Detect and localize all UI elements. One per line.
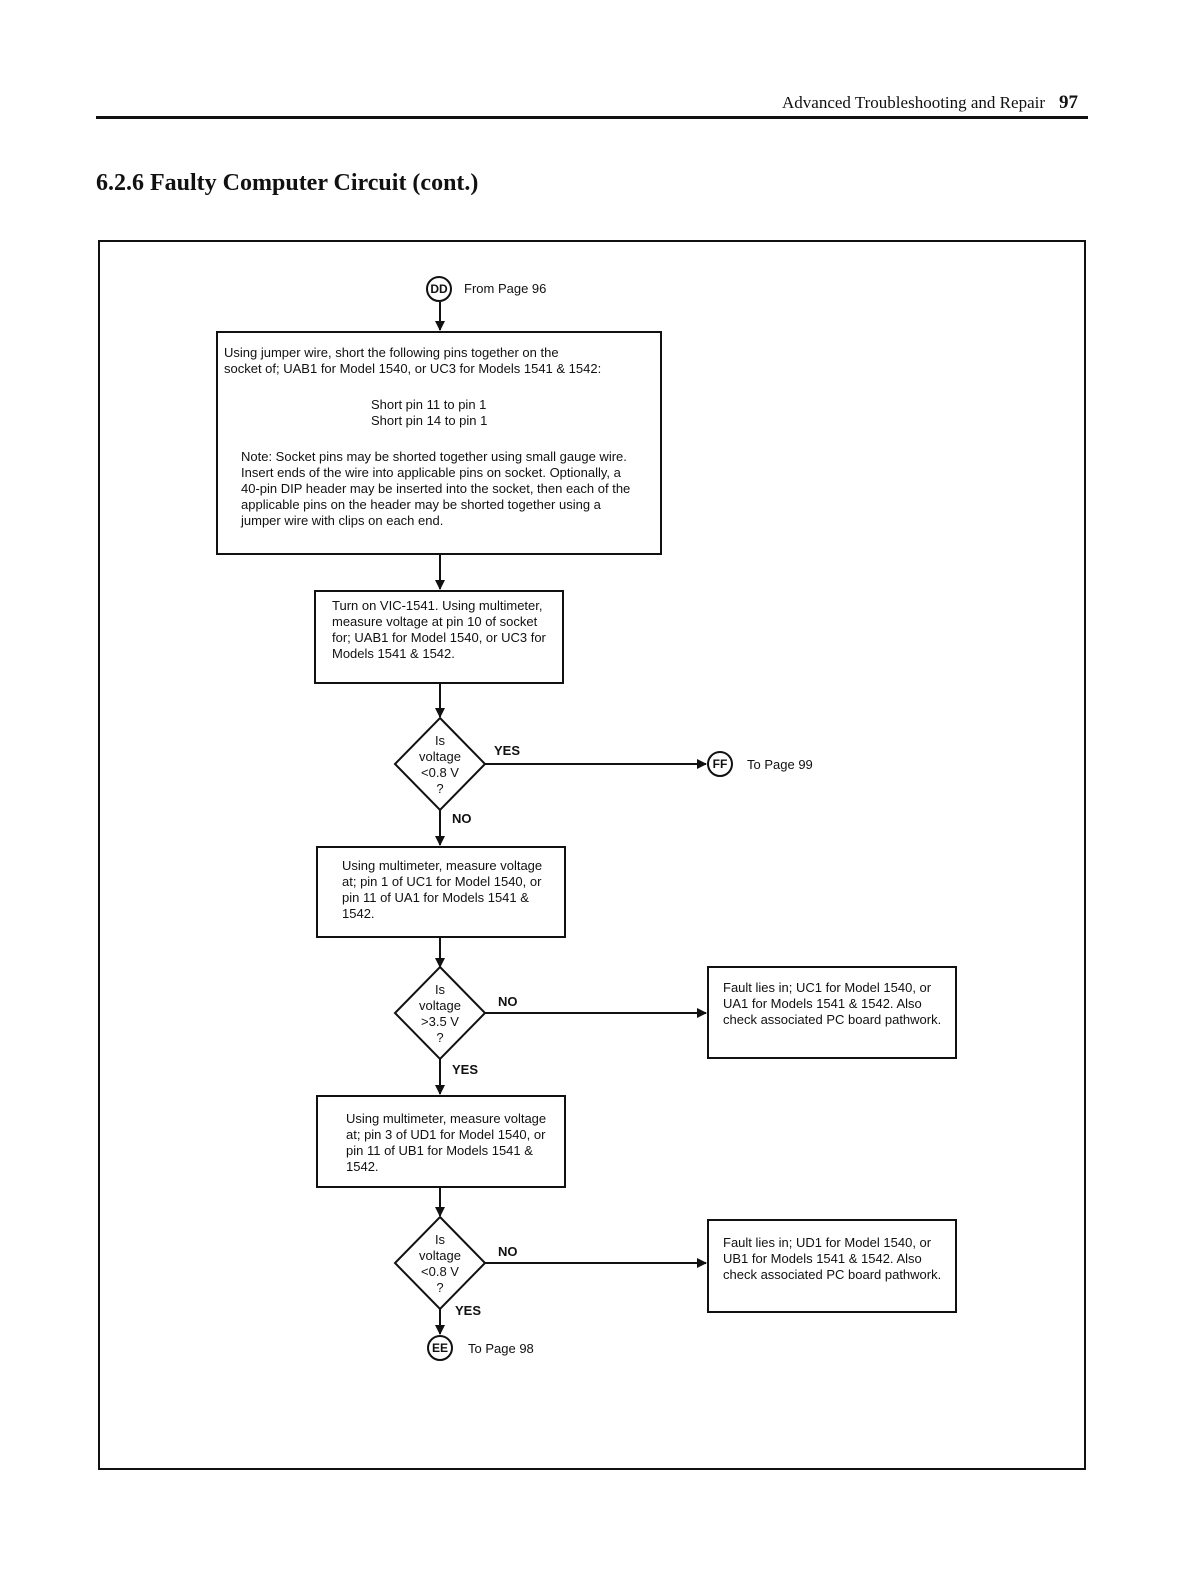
connector-ff: FF (707, 751, 733, 777)
decision2-line2: voltage (419, 998, 461, 1013)
process-box-jumper: Using jumper wire, short the following p… (216, 331, 662, 555)
box1-short1: Short pin 11 to pin 1 (371, 397, 487, 412)
page-number: 97 (1059, 92, 1078, 113)
fault-box-uc1: Fault lies in; UC1 for Model 1540, or UA… (707, 966, 957, 1059)
decision2-line3: >3.5 V (421, 1014, 459, 1029)
decision1-text: Is voltage <0.8 V ? (395, 733, 485, 797)
decision2-yes-label: YES (452, 1062, 479, 1077)
connector-dd-label: From Page 96 (464, 281, 547, 296)
connector-ee-label: To Page 98 (468, 1341, 534, 1356)
flowchart-frame (98, 240, 1086, 1470)
decision3-line2: voltage (419, 1248, 461, 1263)
connector-ee: EE (427, 1335, 453, 1361)
fault-box-ud1: Fault lies in; UD1 for Model 1540, or UB… (707, 1219, 957, 1313)
decision1-diamond (393, 716, 487, 812)
decision1-no-label: NO (452, 811, 472, 826)
decision2-text: Is voltage >3.5 V ? (395, 982, 485, 1046)
decision2-line1: Is (434, 982, 446, 997)
box4-text: Using multimeter, measure voltage at; pi… (346, 1111, 547, 1174)
decision2-no-label: NO (498, 994, 518, 1009)
running-header: Advanced Troubleshooting and Repair 97 (782, 92, 1078, 114)
decision1-line3: <0.8 V (421, 765, 459, 780)
decision3-text: Is voltage <0.8 V ? (395, 1232, 485, 1296)
box1-line2: socket of; UAB1 for Model 1540, or UC3 f… (224, 361, 602, 376)
process-box-turn-on: Turn on VIC-1541. Using multimeter, meas… (314, 590, 564, 684)
fault1-text: Fault lies in; UC1 for Model 1540, or UA… (723, 980, 942, 1027)
decision3-line1: Is (434, 1232, 446, 1247)
box1-note: Note: Socket pins may be shorted togethe… (241, 449, 631, 528)
decision1-line4: ? (436, 781, 444, 796)
decision3-diamond (393, 1215, 487, 1311)
process-box-measure-ud1: Using multimeter, measure voltage at; pi… (316, 1095, 566, 1188)
header-rule (96, 116, 1088, 119)
decision1-line1: Is (434, 733, 446, 748)
decision3-line3: <0.8 V (421, 1264, 459, 1279)
process-box-measure-uc1: Using multimeter, measure voltage at; pi… (316, 846, 566, 938)
decision1-yes-label: YES (494, 743, 521, 758)
connector-dd: DD (426, 276, 452, 302)
section-title: 6.2.6 Faulty Computer Circuit (cont.) (96, 170, 479, 196)
decision3-no-label: NO (498, 1244, 518, 1259)
box3-text: Using multimeter, measure voltage at; pi… (342, 858, 543, 921)
decision1-line2: voltage (419, 749, 461, 764)
box2-text: Turn on VIC-1541. Using multimeter, meas… (332, 598, 546, 661)
decision2-line4: ? (436, 1030, 444, 1045)
decision3-yes-label: YES (455, 1303, 482, 1318)
decision3-line4: ? (436, 1280, 444, 1295)
fault2-text: Fault lies in; UD1 for Model 1540, or UB… (723, 1235, 942, 1282)
box1-short2: Short pin 14 to pin 1 (371, 413, 488, 428)
decision2-diamond (393, 965, 487, 1061)
connector-ff-label: To Page 99 (747, 757, 813, 772)
running-title: Advanced Troubleshooting and Repair (782, 93, 1045, 112)
box1-line1: Using jumper wire, short the following p… (224, 345, 559, 360)
